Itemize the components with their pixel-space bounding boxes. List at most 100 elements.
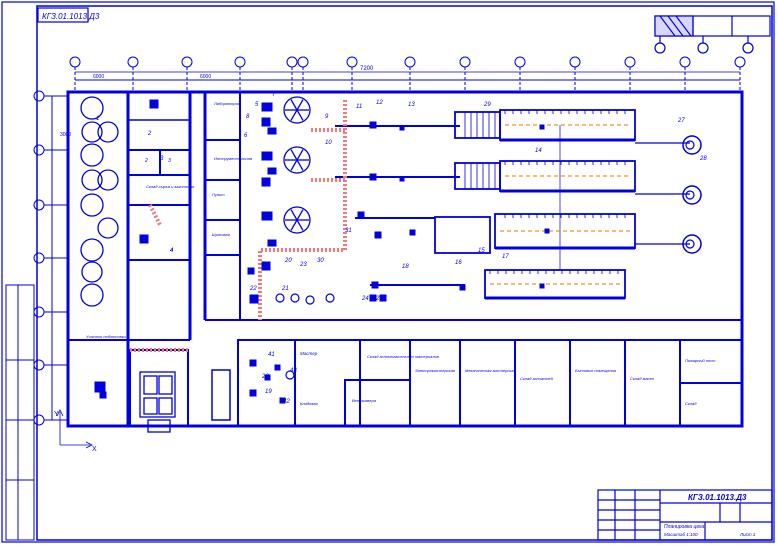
fan-blade bbox=[296, 159, 304, 171]
room-office3: Венткамера bbox=[352, 398, 377, 403]
column-axis-bubble bbox=[346, 56, 358, 68]
row-axis-bubble bbox=[33, 252, 45, 264]
building-walls bbox=[66, 90, 744, 428]
tank-circle bbox=[97, 217, 119, 239]
equipment-block bbox=[399, 125, 405, 131]
row-height-dim: 3000 bbox=[60, 132, 71, 138]
column-axis-bubble bbox=[127, 56, 139, 68]
room-office1: Мастер bbox=[300, 351, 318, 356]
row-axis-bubble bbox=[33, 359, 45, 371]
tank-circle bbox=[80, 96, 104, 120]
fan-blade bbox=[290, 209, 298, 221]
callout-5: 5 bbox=[255, 102, 259, 108]
fan-blade bbox=[290, 219, 298, 231]
callout-19: 19 bbox=[265, 389, 272, 395]
column-axis-bubble bbox=[286, 56, 298, 68]
equipment-block bbox=[279, 397, 286, 404]
callout-31: 31 bbox=[345, 228, 352, 234]
callout-23: 23 bbox=[299, 262, 307, 268]
fan-blade bbox=[296, 209, 304, 221]
column-axis-bubble bbox=[624, 56, 636, 68]
callout-9: 9 bbox=[325, 114, 329, 120]
column-axes bbox=[69, 56, 746, 92]
axis-x-label: X bbox=[92, 446, 97, 453]
fan-circle bbox=[283, 146, 311, 174]
row-axis-bubble bbox=[33, 144, 45, 156]
room-control: Пульт bbox=[212, 192, 225, 197]
room-3: 3 bbox=[168, 158, 171, 164]
title-code: КГЗ.01.1013.Д3 bbox=[688, 493, 747, 502]
equipment-block bbox=[94, 381, 106, 393]
pump-circle bbox=[325, 293, 335, 303]
callout-3: 3 bbox=[160, 156, 164, 162]
callout-27: 27 bbox=[677, 118, 685, 124]
equipment-block bbox=[261, 211, 273, 221]
fan-blade bbox=[296, 149, 304, 161]
total-length-dim: 7200 bbox=[360, 66, 374, 72]
equipment-block bbox=[369, 173, 377, 181]
conveyor-axes bbox=[490, 124, 630, 285]
equipment-block bbox=[249, 389, 257, 397]
tank-circle bbox=[80, 238, 104, 262]
room-4: 4 bbox=[170, 248, 174, 254]
callout-22: 22 bbox=[249, 286, 257, 292]
equipment-block bbox=[274, 364, 281, 371]
equipment-block bbox=[539, 283, 545, 289]
equipment-block bbox=[371, 281, 379, 289]
callout-11: 11 bbox=[356, 104, 362, 110]
title-block bbox=[597, 489, 773, 541]
column-axis-bubble bbox=[234, 56, 246, 68]
fan-blade bbox=[296, 99, 304, 111]
callout-21: 21 bbox=[281, 286, 289, 292]
equipment-block bbox=[139, 234, 149, 244]
room-rest5: Бытовые помещения bbox=[575, 368, 617, 373]
room-2: 2 bbox=[144, 158, 148, 164]
equipment-block bbox=[261, 117, 271, 127]
equipment-block bbox=[369, 121, 377, 129]
callout-25: 25 bbox=[375, 296, 383, 302]
callout-14: 14 bbox=[535, 148, 542, 154]
room-rest3: Электромастерская bbox=[415, 368, 456, 373]
callout-16: 16 bbox=[455, 260, 462, 266]
room-storage-blanks: Склад сырья и заготовок bbox=[146, 184, 195, 189]
equipment-block bbox=[374, 231, 382, 239]
callout-6: 6 bbox=[244, 133, 248, 139]
column-axis-bubble bbox=[404, 56, 416, 68]
callout-4: 4 bbox=[170, 248, 174, 254]
air-duct bbox=[130, 100, 347, 352]
tank-circle bbox=[81, 261, 103, 283]
column-axis-bubble bbox=[514, 56, 526, 68]
equipment-block bbox=[247, 267, 255, 275]
fan-blade bbox=[290, 149, 298, 161]
callout-20: 20 bbox=[284, 258, 292, 264]
room-tool-store: Инструментальная bbox=[214, 156, 253, 161]
column-axis-bubble bbox=[69, 56, 81, 68]
callout-12: 12 bbox=[376, 100, 383, 106]
equipment-block bbox=[267, 127, 277, 135]
callout-2: 2 bbox=[147, 131, 152, 137]
pump-circle bbox=[685, 190, 695, 200]
pump-circle bbox=[275, 293, 285, 303]
row-axis-bubble bbox=[33, 414, 45, 426]
pump-circle bbox=[685, 239, 695, 249]
room-rest6: Склад запчастей bbox=[520, 376, 554, 381]
callout-30: 30 bbox=[317, 258, 324, 264]
column-axis-bubble bbox=[569, 56, 581, 68]
top-right-legend bbox=[654, 15, 771, 54]
pump-circle bbox=[685, 140, 695, 150]
callout-7: 7 bbox=[272, 92, 276, 98]
equipment-block bbox=[261, 261, 271, 271]
pump-circle bbox=[285, 370, 295, 380]
room-lab: Лаборатория bbox=[213, 101, 241, 106]
tank-circle bbox=[81, 169, 103, 191]
equipment-block bbox=[399, 176, 405, 182]
boiler-unit bbox=[139, 371, 176, 433]
callout-24: 24 bbox=[361, 296, 369, 302]
coordinate-axes bbox=[56, 409, 93, 449]
title-sheet-label: Планировка цеха bbox=[664, 524, 704, 530]
room-rest7: Пожарный пост bbox=[685, 358, 716, 363]
room-panel: Щитовая bbox=[212, 232, 231, 237]
equipment-details bbox=[94, 99, 695, 404]
fan-blade bbox=[290, 159, 298, 171]
